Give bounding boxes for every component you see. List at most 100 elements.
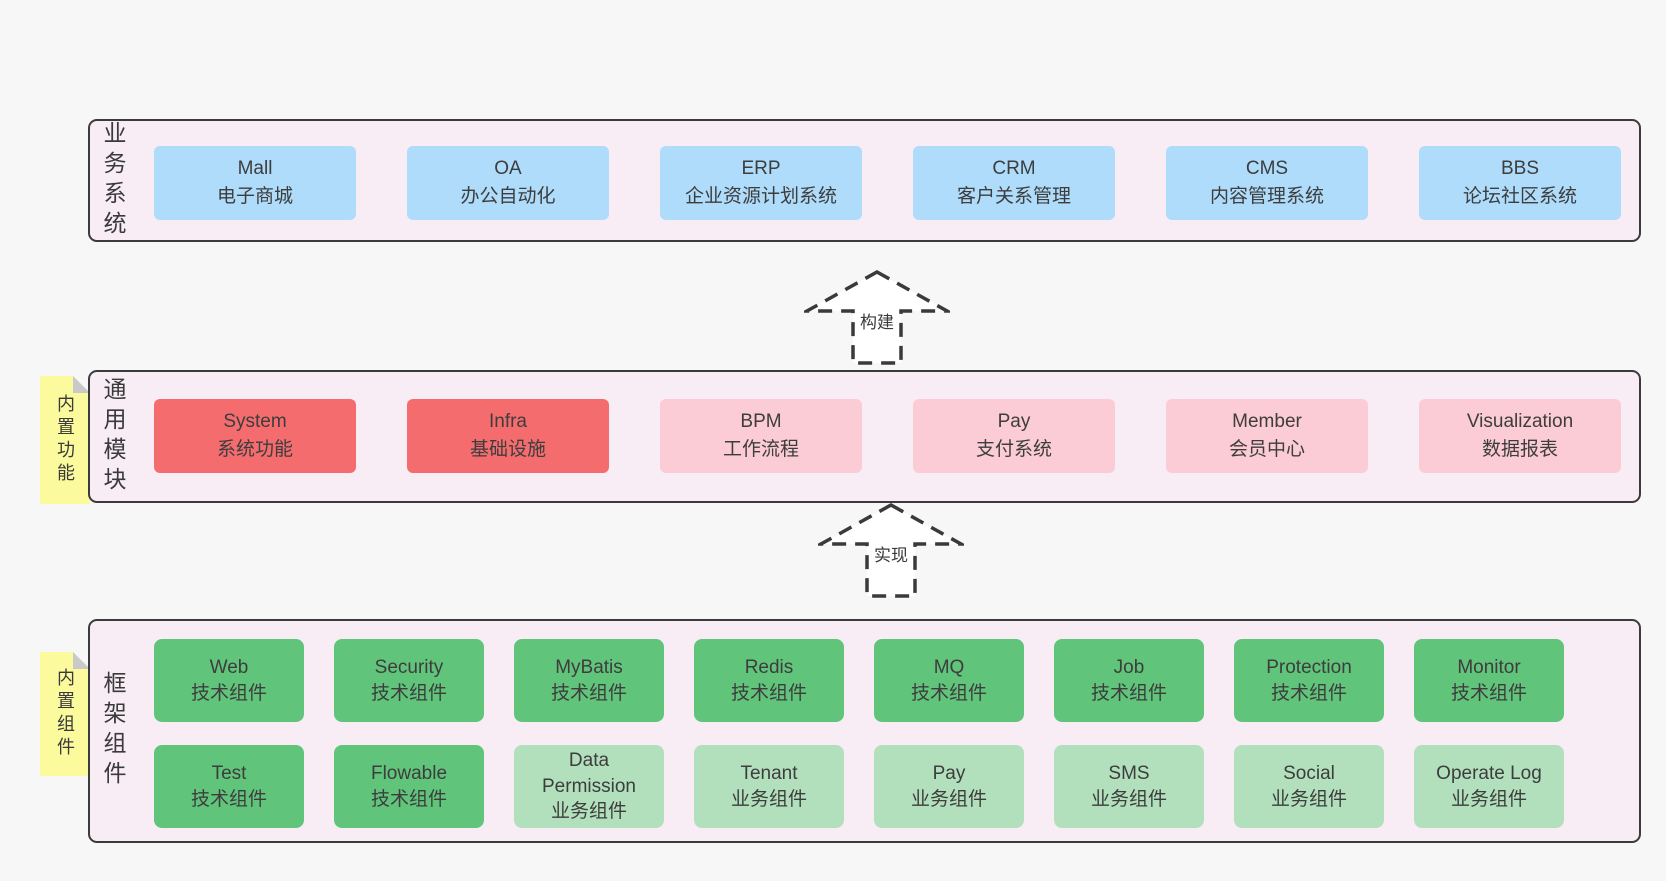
node-title: Tenant bbox=[740, 762, 798, 784]
node-subtitle: 数据报表 bbox=[1481, 439, 1558, 460]
node-title: System bbox=[223, 411, 287, 433]
node-title: Web bbox=[209, 656, 249, 678]
node-mq: MQ 技术组件 bbox=[874, 639, 1024, 722]
implement-arrow: 实现 bbox=[818, 502, 964, 599]
node-pay-system: Pay 支付系统 bbox=[913, 399, 1115, 473]
node-subtitle: 技术组件 bbox=[910, 682, 987, 704]
node-bbs: BBS 论坛社区系统 bbox=[1419, 146, 1621, 220]
node-subtitle: 企业资源计划系统 bbox=[684, 186, 837, 207]
build-arrow-label: 构建 bbox=[856, 307, 898, 334]
node-sms: SMS 业务组件 bbox=[1054, 745, 1204, 828]
node-subtitle: 业务组件 bbox=[550, 801, 627, 823]
node-subtitle: 办公自动化 bbox=[460, 186, 556, 207]
node-title: CRM bbox=[992, 158, 1036, 180]
node-subtitle: 技术组件 bbox=[370, 788, 447, 810]
node-title: Security bbox=[374, 656, 444, 678]
node-title: Infra bbox=[488, 411, 528, 433]
node-title: BPM bbox=[740, 411, 782, 433]
node-title: Job bbox=[1113, 656, 1145, 678]
sticky-note-label: 内置功能 bbox=[55, 394, 75, 486]
node-subtitle: 支付系统 bbox=[975, 439, 1052, 460]
node-test: Test 技术组件 bbox=[154, 745, 304, 828]
node-protection: Protection 技术组件 bbox=[1234, 639, 1384, 722]
node-subtitle: 系统功能 bbox=[216, 439, 293, 460]
node-subtitle: 论坛社区系统 bbox=[1462, 186, 1577, 207]
node-tenant: Tenant 业务组件 bbox=[694, 745, 844, 828]
layer-framework-components: 框架组件 Web 技术组件 Security 技术组件 MyBatis 技术组件… bbox=[88, 619, 1641, 843]
node-infra: Infra 基础设施 bbox=[407, 399, 609, 473]
node-subtitle: 技术组件 bbox=[550, 682, 627, 704]
node-bpm: BPM 工作流程 bbox=[660, 399, 862, 473]
node-subtitle: 业务组件 bbox=[1450, 788, 1527, 810]
node-subtitle: 技术组件 bbox=[190, 682, 267, 704]
node-visualization: Visualization 数据报表 bbox=[1419, 399, 1621, 473]
node-flowable: Flowable 技术组件 bbox=[334, 745, 484, 828]
node-subtitle: 内容管理系统 bbox=[1209, 186, 1324, 207]
node-title: Redis bbox=[744, 656, 794, 678]
node-system: System 系统功能 bbox=[154, 399, 356, 473]
node-social: Social 业务组件 bbox=[1234, 745, 1384, 828]
node-title: Data Permission bbox=[542, 750, 636, 797]
node-title: Pay bbox=[997, 411, 1031, 433]
business-node-row: Mall 电子商城 OA 办公自动化 ERP 企业资源计划系统 CRM 客户关系… bbox=[154, 146, 1621, 220]
node-mall: Mall 电子商城 bbox=[154, 146, 356, 220]
node-subtitle: 技术组件 bbox=[370, 682, 447, 704]
node-data-permission: Data Permission 业务组件 bbox=[514, 745, 664, 828]
node-title: Social bbox=[1283, 762, 1335, 784]
node-title: Protection bbox=[1266, 656, 1352, 678]
layer-label: 框架组件 bbox=[100, 671, 126, 791]
node-title: Pay bbox=[932, 762, 966, 784]
node-title: Test bbox=[211, 762, 247, 784]
node-title: SMS bbox=[1108, 762, 1150, 784]
node-member: Member 会员中心 bbox=[1166, 399, 1368, 473]
node-title: Member bbox=[1232, 411, 1302, 433]
node-security: Security 技术组件 bbox=[334, 639, 484, 722]
layer-label: 通用模块 bbox=[100, 376, 126, 497]
node-subtitle: 技术组件 bbox=[1450, 682, 1527, 704]
layer-business-systems: 业务系统 Mall 电子商城 OA 办公自动化 ERP 企业资源计划系统 CRM… bbox=[88, 119, 1641, 242]
node-title: Operate Log bbox=[1436, 762, 1542, 784]
components-node-row-2: Test 技术组件 Flowable 技术组件 Data Permission … bbox=[154, 745, 1564, 828]
node-subtitle: 业务组件 bbox=[910, 788, 987, 810]
node-title: BBS bbox=[1500, 158, 1540, 180]
node-title: CMS bbox=[1245, 158, 1289, 180]
node-subtitle: 技术组件 bbox=[190, 788, 267, 810]
node-title: ERP bbox=[741, 158, 781, 180]
node-title: OA bbox=[494, 158, 522, 180]
node-erp: ERP 企业资源计划系统 bbox=[660, 146, 862, 220]
node-monitor: Monitor 技术组件 bbox=[1414, 639, 1564, 722]
sticky-note-builtin-features: 内置功能 bbox=[40, 376, 90, 504]
layer-common-modules: 通用模块 System 系统功能 Infra 基础设施 BPM 工作流程 Pay… bbox=[88, 370, 1641, 503]
sticky-note-label: 内置组件 bbox=[55, 668, 75, 760]
node-subtitle: 客户关系管理 bbox=[956, 186, 1071, 207]
sticky-note-builtin-components: 内置组件 bbox=[40, 652, 90, 776]
node-subtitle: 基础设施 bbox=[469, 439, 546, 460]
node-subtitle: 业务组件 bbox=[1270, 788, 1347, 810]
node-subtitle: 技术组件 bbox=[1270, 682, 1347, 704]
node-redis: Redis 技术组件 bbox=[694, 639, 844, 722]
layer-label: 业务系统 bbox=[100, 120, 126, 241]
node-subtitle: 电子商城 bbox=[216, 186, 293, 207]
node-subtitle: 会员中心 bbox=[1228, 439, 1305, 460]
node-operate-log: Operate Log 业务组件 bbox=[1414, 745, 1564, 828]
node-title: MQ bbox=[933, 656, 965, 678]
node-title: Visualization bbox=[1466, 411, 1574, 433]
node-crm: CRM 客户关系管理 bbox=[913, 146, 1115, 220]
node-oa: OA 办公自动化 bbox=[407, 146, 609, 220]
node-subtitle: 业务组件 bbox=[1090, 788, 1167, 810]
node-pay-component: Pay 业务组件 bbox=[874, 745, 1024, 828]
node-subtitle: 技术组件 bbox=[1090, 682, 1167, 704]
node-subtitle: 业务组件 bbox=[730, 788, 807, 810]
node-subtitle: 技术组件 bbox=[730, 682, 807, 704]
node-title: Flowable bbox=[370, 762, 448, 784]
node-subtitle: 工作流程 bbox=[722, 439, 799, 460]
node-mybatis: MyBatis 技术组件 bbox=[514, 639, 664, 722]
node-job: Job 技术组件 bbox=[1054, 639, 1204, 722]
node-title: Monitor bbox=[1457, 656, 1521, 678]
node-web: Web 技术组件 bbox=[154, 639, 304, 722]
implement-arrow-label: 实现 bbox=[870, 540, 912, 567]
modules-node-row: System 系统功能 Infra 基础设施 BPM 工作流程 Pay 支付系统… bbox=[154, 399, 1621, 473]
node-cms: CMS 内容管理系统 bbox=[1166, 146, 1368, 220]
node-title: Mall bbox=[237, 158, 273, 180]
